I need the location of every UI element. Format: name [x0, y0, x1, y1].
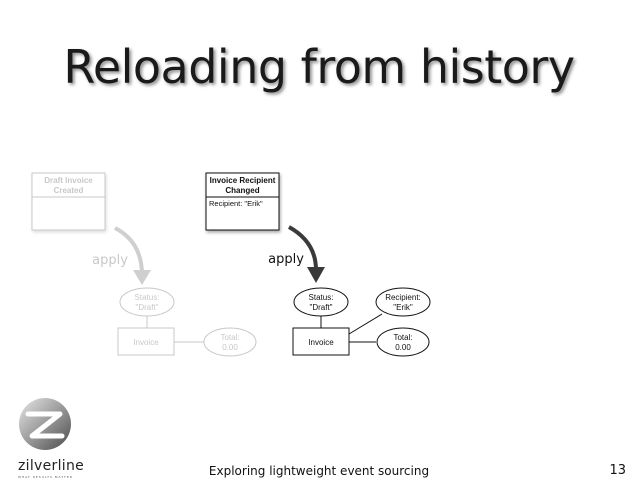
footer-caption: Exploring lightweight event sourcing — [208, 464, 430, 478]
right-invoice-label: Invoice — [308, 338, 334, 347]
right-invoice-node — [292, 327, 350, 356]
left-event-card — [31, 172, 106, 231]
right-event-title-line: Invoice Recipient — [210, 176, 276, 185]
left-apply-arrowhead — [133, 270, 151, 285]
left-total-label: Total:0.00 — [220, 333, 239, 352]
slide-title: Reloading from history — [63, 40, 575, 94]
left-status-label: Status:"Draft" — [135, 293, 160, 312]
right-event-title-line: Changed — [225, 186, 259, 195]
left-status-label-line: Status: — [135, 293, 160, 302]
right-recipient-label-line: Recipient: — [385, 293, 421, 302]
left-event-title-line: Draft Invoice — [44, 176, 93, 185]
right-apply-label: apply — [268, 252, 304, 267]
right-total-label-line: 0.00 — [395, 343, 411, 352]
left-invoice-label: Invoice — [133, 338, 159, 347]
right-recipient-label-line: "Erik" — [393, 303, 413, 312]
right-apply-arrowhead — [307, 267, 325, 283]
right-total-label: Total:0.00 — [393, 333, 412, 352]
right-status-label: Status:"Draft" — [309, 293, 334, 312]
left-total-label-line: 0.00 — [222, 343, 238, 352]
right-apply-arrow — [287, 225, 318, 271]
right-total-label-line: Total: — [393, 333, 412, 342]
right-status-label-line: Status: — [309, 293, 334, 302]
brand-tagline: WHAT RESULTS MATTER — [18, 475, 73, 479]
right-status-node — [293, 287, 349, 317]
right-recipient-node — [375, 287, 431, 317]
right-status-label-line: "Draft" — [309, 303, 332, 312]
right-event-card — [205, 172, 280, 231]
left-event-title-line: Created — [54, 186, 84, 195]
left-total-node — [203, 327, 257, 357]
left-status-label-line: "Draft" — [135, 303, 158, 312]
left-apply-arrow — [114, 226, 144, 276]
page-number: 13 — [609, 463, 626, 478]
left-total-label-line: Total: — [220, 333, 239, 342]
left-apply-label: apply — [92, 253, 128, 268]
right-event-body: Recipient: "Erik" — [209, 199, 263, 208]
brand-name: zilverline — [18, 458, 85, 474]
right-total-node — [376, 327, 430, 357]
right-recipient-label: Recipient:"Erik" — [385, 293, 421, 312]
left-status-node — [119, 287, 175, 317]
left-invoice-node — [117, 327, 175, 356]
zilverline-logo-icon — [19, 398, 71, 450]
